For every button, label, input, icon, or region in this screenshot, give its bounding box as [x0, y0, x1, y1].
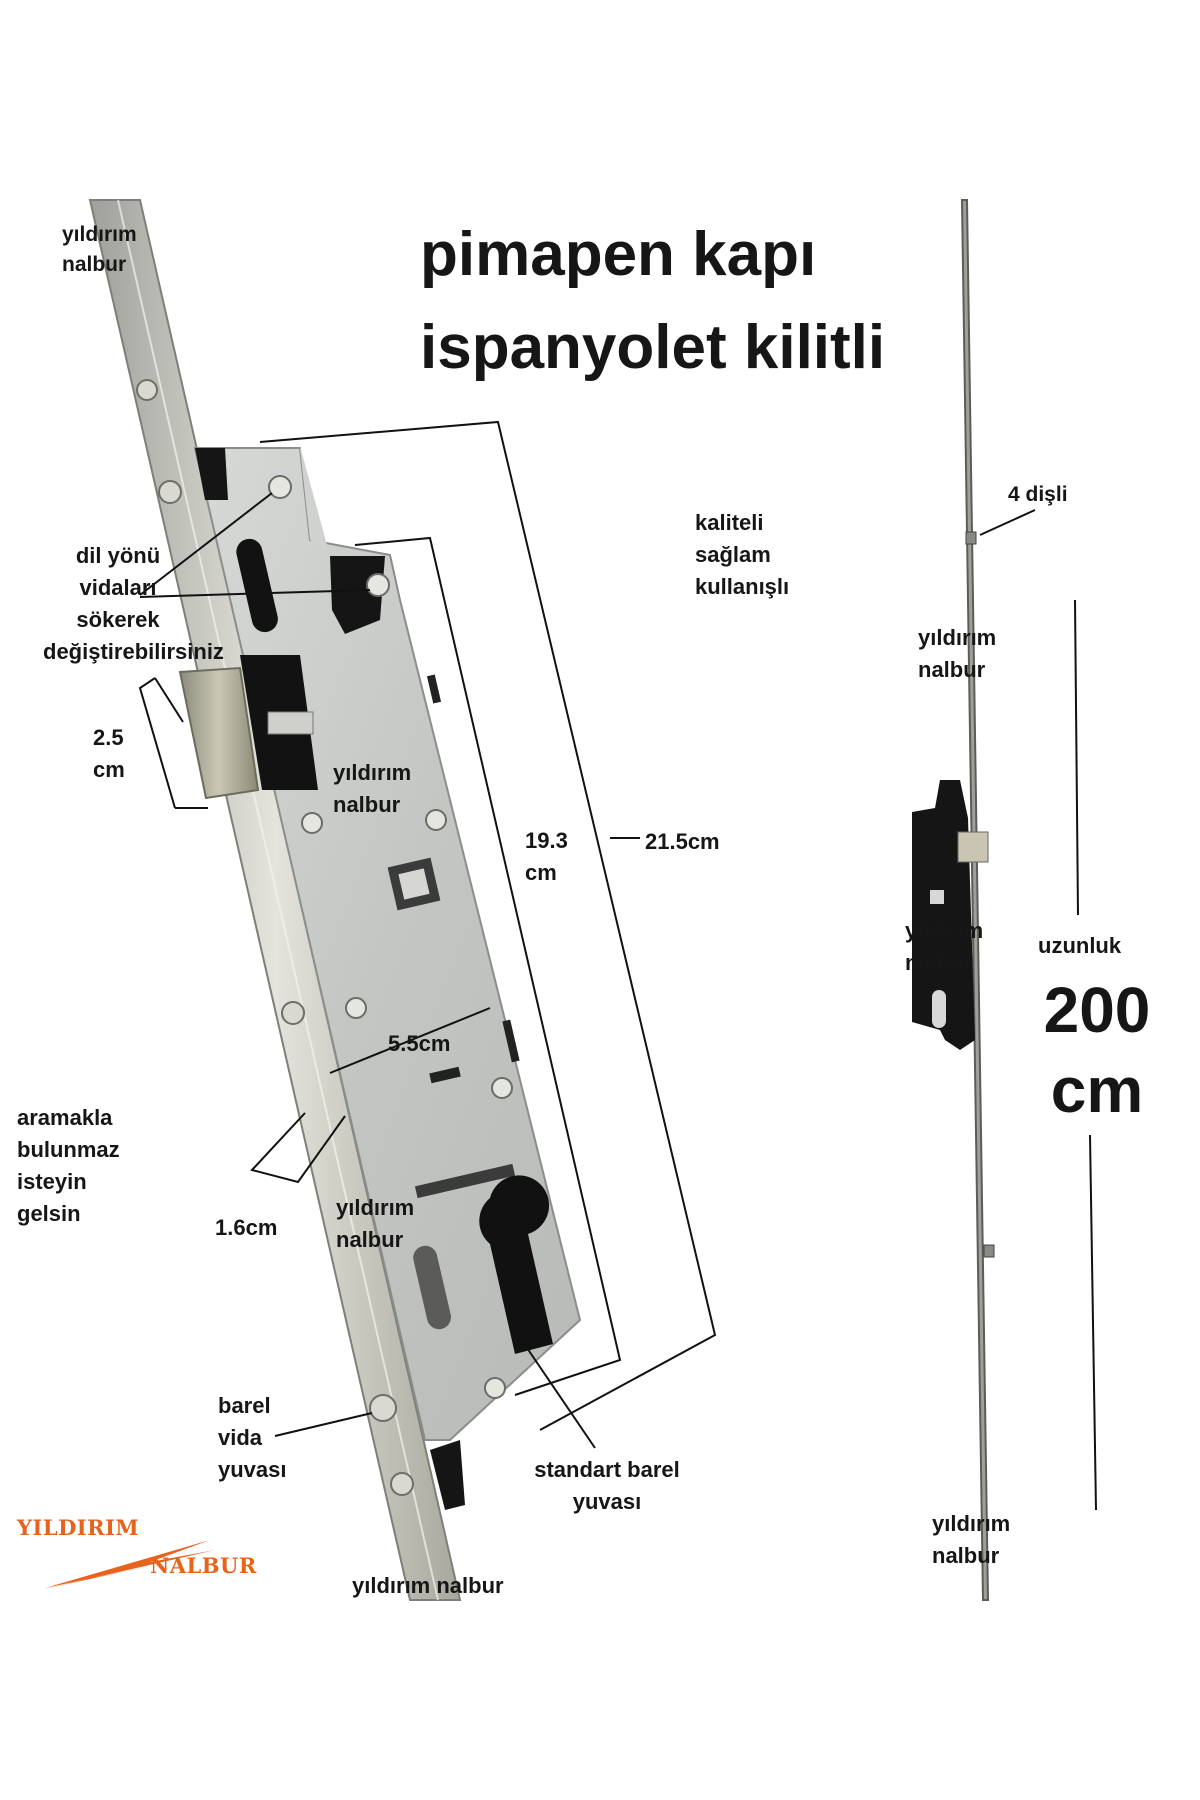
title-line-2: ispanyolet kilitli [420, 313, 886, 382]
watermark-right-3: yıldırım nalbur [932, 1511, 1011, 1568]
screws-note: dil yönü vidaları sökerek değiştirebilir… [43, 543, 224, 664]
body-width-label: 5.5cm [388, 1031, 451, 1056]
watermark-right-1: yıldırım nalbur [918, 625, 997, 682]
barrel-slot-label: standart barel yuvası [534, 1457, 680, 1514]
logo-line-1: YILDIRIM [17, 1515, 140, 1540]
watermark-right-2: yıldırım nalbur [905, 918, 984, 975]
title-line-1: pimapen kapı [420, 220, 817, 289]
logo-line-2: NALBUR [150, 1553, 257, 1578]
latch-width-label: 2.5 cm [93, 725, 125, 782]
inner-height-label: 19.3 cm [525, 828, 568, 885]
quality-note: kaliteli sağlam kullanışlı [695, 510, 790, 599]
faceplate-width-label: 1.6cm [215, 1215, 278, 1240]
latch-bolt [178, 666, 314, 800]
watermark-top-left: yıldırım nalbur [62, 223, 137, 277]
search-note: aramakla bulunmaz isteyin gelsin [17, 1105, 120, 1226]
barrel-screw-label: barel vida yuvası [218, 1393, 287, 1482]
watermark-mid-2: yıldırım nalbur [336, 1195, 415, 1252]
dimension-lines [138, 420, 717, 1449]
logo-bolt [40, 1540, 215, 1590]
strip-screws [136, 379, 414, 1496]
watermark-mid-1: yıldırım nalbur [333, 760, 412, 817]
gear-note: 4 dişli [1008, 483, 1068, 506]
faceplate-strip [88, 199, 462, 1601]
lock-case [193, 446, 582, 1510]
outer-height-label: 21.5cm [645, 829, 720, 854]
full-length-view [912, 199, 1097, 1601]
watermark-bottom: yıldırım nalbur [352, 1573, 504, 1598]
length-label: uzunluk [1038, 933, 1122, 958]
length-value: 200 cm [1043, 974, 1151, 1126]
